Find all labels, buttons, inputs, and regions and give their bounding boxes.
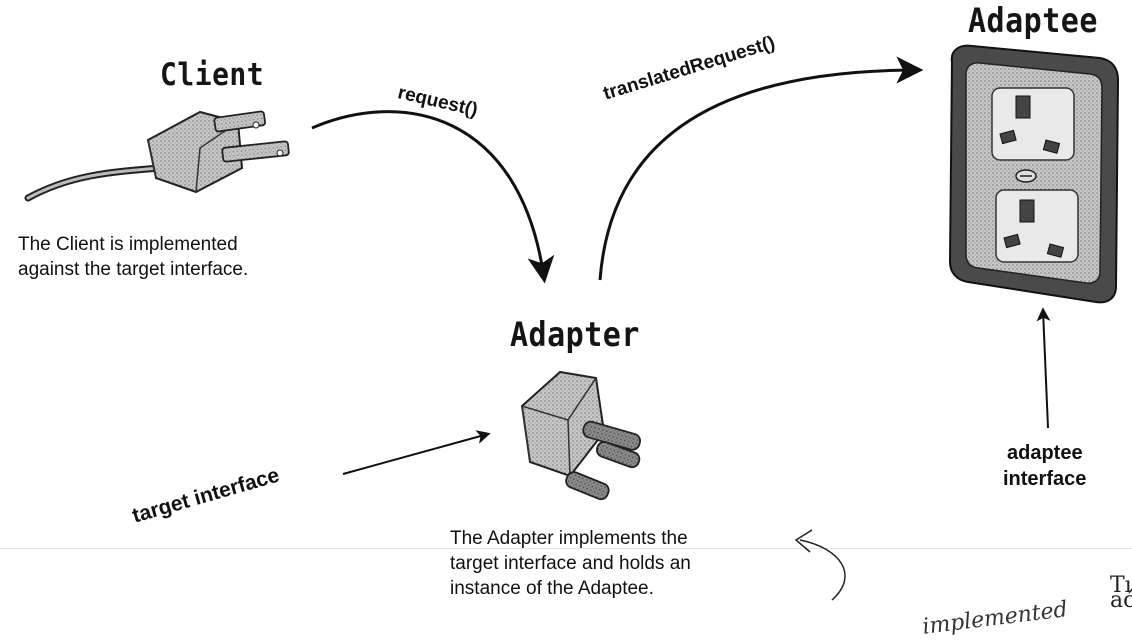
uk-wall-socket-icon — [948, 44, 1120, 304]
us-plug-icon — [24, 110, 290, 202]
adapter-description-line: instance of the Adaptee. — [450, 578, 654, 599]
adaptee-title: Adaptee — [968, 1, 1098, 42]
target-interface-arrow — [342, 430, 491, 475]
cropped-text-fragment: Tı — [1110, 573, 1132, 598]
client-description-line: against the target interface. — [18, 259, 249, 280]
request-arrow — [311, 110, 555, 284]
handdrawn-curved-arrow — [799, 539, 846, 601]
client-description: The Client is implemented against the ta… — [18, 232, 318, 282]
translated-request-arrow — [598, 56, 924, 281]
cropped-text-fragment: ać — [1110, 588, 1132, 613]
adapter-description: The Adapter implements the target interf… — [450, 526, 770, 601]
adapter-description-line: target interface and holds an — [450, 553, 691, 574]
scan-artifact-line — [0, 548, 1132, 549]
adapter-description-line: The Adapter implements the — [450, 528, 688, 549]
plug-adapter-icon — [520, 370, 641, 501]
adaptee-interface-label-line: interface — [1003, 468, 1087, 490]
adaptee-interface-arrow — [1036, 307, 1051, 429]
client-title: Client — [160, 56, 265, 93]
client-description-line: The Client is implemented — [18, 234, 238, 255]
handdrawn-arrowhead — [794, 529, 813, 553]
adaptee-interface-label: adaptee interface — [1003, 440, 1086, 492]
adaptee-interface-label-line: adaptee — [1007, 442, 1083, 464]
adapter-title: Adapter — [510, 315, 640, 356]
